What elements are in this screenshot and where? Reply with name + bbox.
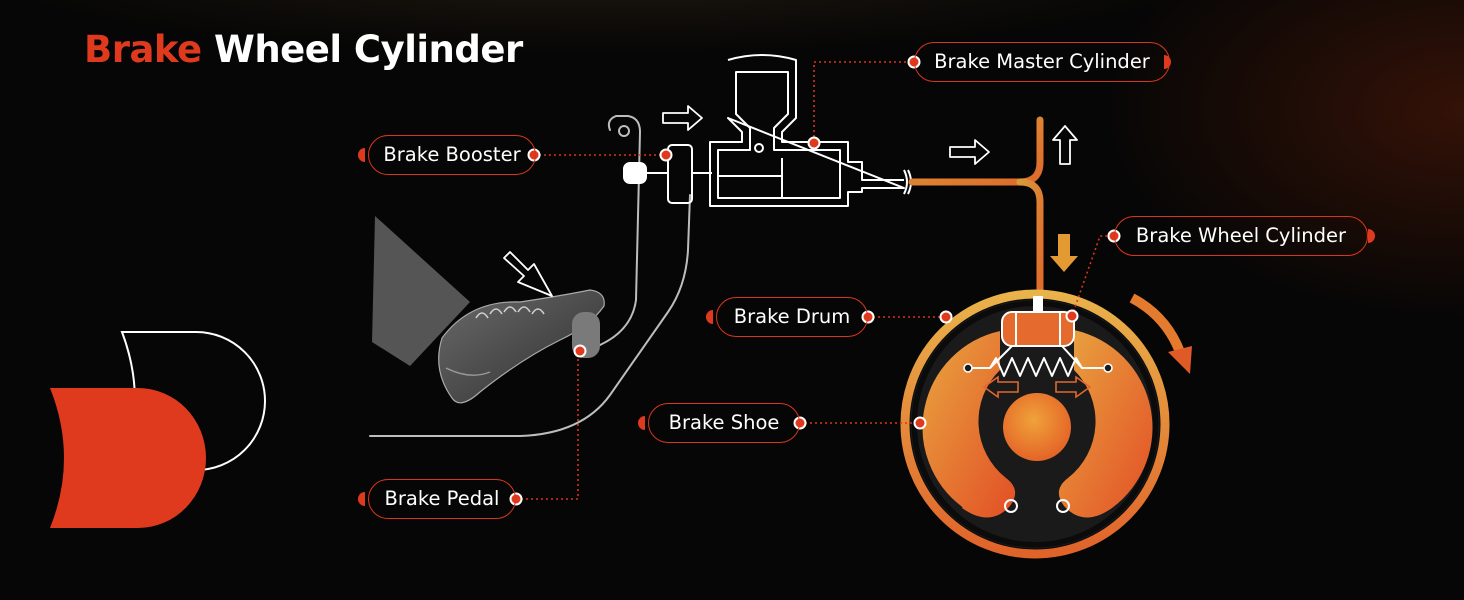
master-cylinder-unit [709,54,912,207]
rotation-arrow-icon [1129,293,1192,374]
direction-arrows [503,105,1078,297]
logo-mark [50,331,266,528]
label-tabs [358,55,1375,506]
pressure-arrow-icon [1050,234,1078,272]
leader-lines [516,61,1114,500]
drum-assembly [900,289,1170,559]
foot-illustration [372,216,605,404]
brake-line [908,116,1044,304]
label-brake-pedal: Brake Pedal [368,479,516,519]
label-brake-booster: Brake Booster [368,135,536,175]
title-accent: Brake [84,28,202,71]
booster-unit [623,144,712,204]
label-brake-master-cylinder: Brake Master Cylinder [914,42,1170,82]
label-brake-drum: Brake Drum [716,297,868,337]
title-rest: Wheel Cylinder [214,28,523,71]
label-brake-wheel-cylinder: Brake Wheel Cylinder [1114,216,1368,256]
page-title: Brake Wheel Cylinder [84,28,523,71]
pedal-assembly [369,115,691,437]
label-brake-shoe: Brake Shoe [648,403,800,443]
